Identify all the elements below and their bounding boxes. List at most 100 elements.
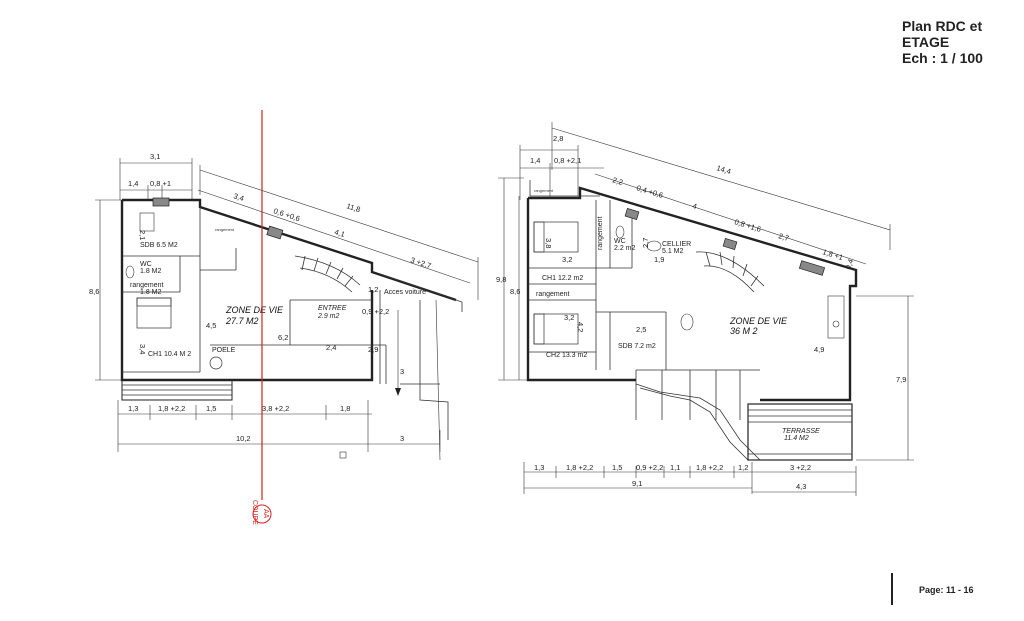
title-line-1: Plan RDC et — [902, 18, 983, 34]
etage-dim-bot-c: 1,5 — [612, 463, 622, 472]
section-marker-label: COUPE — [251, 500, 258, 525]
etage-dim-slant-total: 14,4 — [715, 163, 732, 176]
rdc-terrace-hatch — [121, 379, 233, 401]
etage-dim-bot-a: 1,3 — [534, 463, 544, 472]
etage-dim-slant-a: 2,2 — [611, 175, 624, 187]
etage-room-rangement-b: rangement — [597, 216, 604, 250]
etage-dim-left-b: 8,6 — [510, 287, 520, 296]
rdc-acces-voiture: Acces voiture — [384, 289, 426, 296]
etage-dim-top-a: 2,8 — [553, 134, 563, 143]
etage-dim-slant-b: 0,4 +0,6 — [635, 183, 664, 200]
rdc-dim-slant-a: 3,4 — [232, 191, 245, 203]
rdc-poele-symbol — [209, 356, 223, 370]
etage-ramp — [635, 383, 761, 461]
etage-dim-top-c: 0,8 +2,1 — [554, 156, 581, 165]
rdc-dim-bot-total: 10,2 — [236, 434, 251, 443]
rdc-dim-bot-e: 1,8 — [340, 404, 350, 413]
rdc-bed — [136, 297, 172, 329]
etage-sink — [832, 320, 840, 328]
rdc-room-wc: WC — [140, 261, 152, 268]
etage-dim-in-c: 3,2 — [564, 313, 574, 322]
rdc-top-dimensions: 3,1 1,4 0,8 +1 — [119, 152, 193, 200]
rdc-left-dimension: 8,6 — [89, 199, 125, 381]
rdc-zone-label: ZONE DE VIE — [225, 305, 284, 315]
rdc-slant-dimensions: 11,8 3,4 0,6 +0,6 4,1 3 +2,7 — [197, 165, 479, 300]
rdc-dim-in-b: 6,2 — [278, 333, 288, 342]
etage-room-rangement-a: rangement — [536, 291, 570, 298]
rdc-dim-r-d: 3 — [400, 367, 404, 376]
sheet-title: Plan RDC et ETAGE Ech : 1 / 100 — [902, 18, 983, 66]
etage-dim-bot-b: 1,8 +2,2 — [566, 463, 593, 472]
rdc-dim-in-a: 4,5 — [206, 321, 216, 330]
title-line-2: ETAGE — [902, 34, 950, 50]
etage-dim-in-f: 1,9 — [654, 255, 664, 264]
rdc-dim-top-a: 1,4 — [128, 179, 138, 188]
section-line-aa: COUPE AA — [251, 110, 272, 525]
rdc-carport-outline — [379, 273, 463, 384]
etage-dim-top-b: 1,4 — [530, 156, 540, 165]
etage-bed-ch1 — [533, 221, 579, 253]
rdc-dim-in-c: 2,4 — [326, 343, 336, 352]
rdc-dim-bot-b: 1,8 +2,2 — [158, 404, 185, 413]
rdc-dim-right-leader — [435, 299, 441, 461]
rdc-room-sdb: SDB 6.5 M2 — [140, 242, 178, 249]
etage-zone-label: ZONE DE VIE — [729, 316, 788, 326]
etage-facade-doors — [635, 370, 741, 420]
rdc-dim-bot-d: 3,8 +2,2 — [262, 404, 289, 413]
rdc-site-outline — [419, 300, 449, 440]
etage-left-dimensions: 9,8 8,6 — [496, 177, 528, 381]
rdc-room-ch1: CH1 10.4 M 2 — [148, 351, 191, 358]
etage-dim-bot-d: 0,9 +2,2 — [636, 463, 663, 472]
etage-interior-walls — [528, 200, 760, 371]
etage-dim-slant-e: 2,7 — [777, 231, 790, 243]
scale-label: Ech : 1 / 100 — [902, 50, 983, 66]
rdc-zone-area: 27.7 M2 — [225, 316, 259, 326]
etage-room-cellier: CELLIER — [662, 241, 691, 248]
etage-room-sdb: SDB 7.2 m2 — [618, 343, 656, 350]
etage-dim-bot-f: 1,8 +2,2 — [696, 463, 723, 472]
etage-terrace — [747, 403, 853, 461]
etage-dim-in-a: 3,2 — [562, 255, 572, 264]
rdc-dim-r-a: 1,2 — [368, 285, 378, 294]
rdc-dim-slant-d: 3 +2,7 — [409, 255, 432, 270]
etage-room-terrasse: TERRASSE — [782, 428, 820, 435]
etage-room-terrasse-area: 11.4 M2 — [784, 435, 809, 442]
etage-dim-in-d: 4,2 — [576, 322, 585, 332]
rdc-dim-r-c: 2,9 — [368, 345, 378, 354]
plan-rdc: 3,1 1,4 0,8 +1 11,8 3,4 0,6 +0,6 4,1 3 +… — [89, 152, 479, 461]
rdc-room-rangement-area: 1.8 M2 — [140, 289, 162, 296]
rdc-dim-bot-right: 3 — [400, 434, 404, 443]
etage-dim-in-b: 3,8 — [544, 238, 553, 248]
etage-dim-in-h: 4,9 — [814, 345, 824, 354]
etage-bottom-dimensions: 1,3 1,8 +2,2 1,5 0,9 +2,2 1,1 1,8 +2,2 1… — [523, 462, 857, 496]
rdc-bed-headboard — [136, 297, 172, 307]
etage-roof-outline — [529, 180, 600, 197]
etage-kitchen-counter — [827, 295, 845, 339]
rdc-bottom-dimensions: 1,3 1,8 +2,2 1,5 3,8 +2,2 1,8 10,2 3 — [117, 400, 441, 452]
etage-room-wc: WC — [614, 238, 626, 245]
plan-etage: 14,4 2,8 1,4 0,8 +2,1 2,2 0,4 +0,6 4 0,8… — [496, 122, 914, 496]
section-marker-code: AA — [262, 509, 269, 519]
rdc-room-wc-area: 1.8 M2 — [140, 268, 162, 275]
etage-dim-in-e: 2,5 — [636, 325, 646, 334]
rdc-stair — [294, 255, 361, 293]
etage-dim-bot-e: 1,1 — [670, 463, 680, 472]
etage-zone-area: 36 M 2 — [730, 326, 758, 336]
etage-cellier-fixture — [646, 240, 662, 252]
etage-dim-right: 7,9 — [896, 375, 906, 384]
rdc-dim-left: 8,6 — [89, 287, 99, 296]
etage-dim-in-g: 2,7 — [641, 238, 650, 248]
rdc-room-entree-area: 2.9 m2 — [317, 313, 340, 320]
etage-room-wc-area: 2.2 m2 — [614, 245, 636, 252]
etage-window-a — [624, 207, 640, 221]
page-number: Page: 11 - 16 — [919, 585, 974, 595]
rdc-room-rangement: rangement — [130, 282, 164, 289]
rdc-dim-slant-c: 4,1 — [333, 227, 346, 239]
rdc-dim-slant-total: 11,8 — [345, 201, 361, 214]
rdc-dim-right-guides — [372, 344, 440, 385]
footer-divider — [891, 573, 893, 605]
etage-outer-walls — [526, 186, 858, 402]
rdc-dim-top-total: 3,1 — [150, 152, 160, 161]
rdc-dim-r-b: 0,9 +2,2 — [362, 307, 389, 316]
rdc-window-top — [152, 197, 170, 207]
